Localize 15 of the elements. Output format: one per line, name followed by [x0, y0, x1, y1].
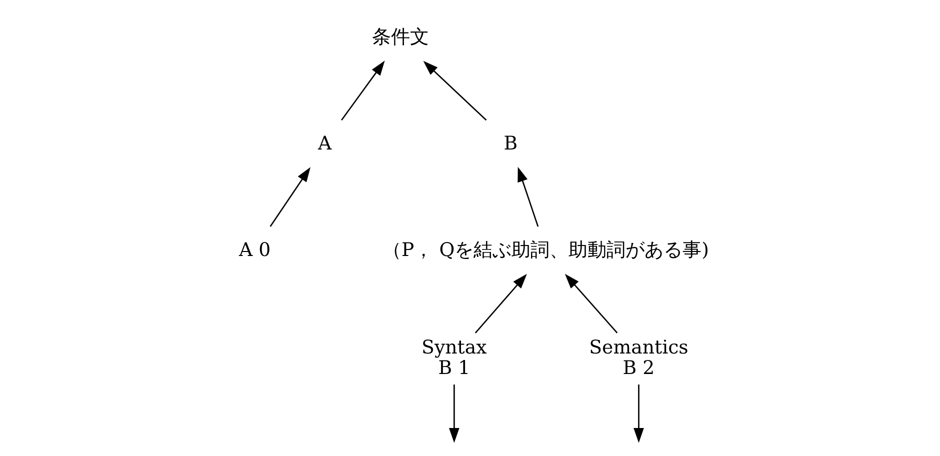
node-text: 条件文 — [372, 26, 429, 48]
arrow — [341, 60, 385, 120]
arrow — [518, 166, 539, 227]
node-text: A 0 — [238, 238, 271, 261]
arrow — [564, 274, 618, 334]
node-text: Syntax B 1 — [422, 336, 487, 379]
node-text: B — [504, 132, 518, 154]
arrow — [423, 60, 487, 121]
node-text: （P， Qを結ぶ助詞、助動詞がある事) — [382, 238, 710, 261]
node-text: Semantics B 2 — [589, 336, 688, 379]
arrow — [634, 384, 644, 443]
arrow — [474, 274, 527, 334]
node-text: A — [318, 132, 332, 154]
arrow — [448, 384, 460, 443]
arrow — [270, 167, 310, 227]
